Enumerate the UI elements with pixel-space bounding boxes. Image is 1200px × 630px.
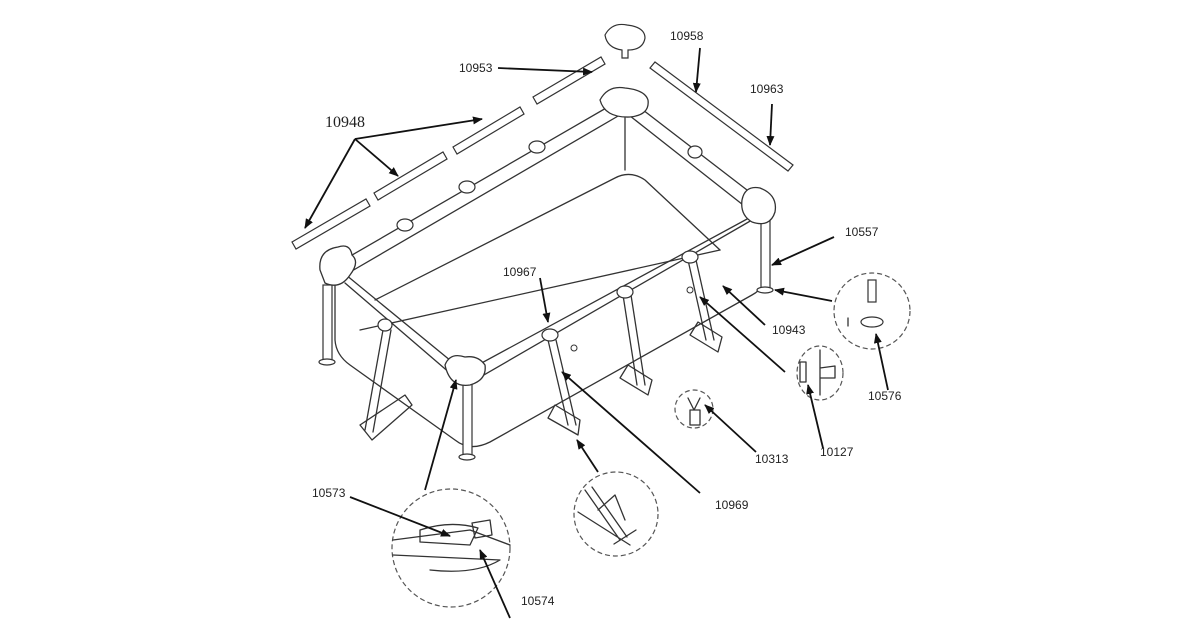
corner-joints — [319, 86, 777, 386]
corner-legs — [318, 219, 774, 461]
part-label-10313: 10313 — [755, 452, 789, 466]
leader-arrows — [304, 47, 889, 619]
part-label-10127: 10127 — [820, 445, 854, 459]
detail-callouts — [391, 272, 911, 608]
part-label-10958: 10958 — [670, 29, 704, 43]
part-label-10943: 10943 — [772, 323, 806, 337]
part-label-10573: 10573 — [312, 486, 346, 500]
part-label-10574: 10574 — [521, 594, 555, 608]
part-label-10963: 10963 — [750, 82, 784, 96]
a-frame-legs — [359, 259, 723, 441]
part-label-10953: 10953 — [459, 61, 493, 75]
part-label-10557: 10557 — [845, 225, 879, 239]
part-label-10948: 10948 — [325, 114, 365, 131]
part-label-10967: 10967 — [503, 265, 537, 279]
loose-pipes — [291, 23, 794, 250]
part-label-10576: 10576 — [868, 389, 902, 403]
top-rails — [319, 86, 777, 386]
part-label-10969: 10969 — [715, 498, 749, 512]
